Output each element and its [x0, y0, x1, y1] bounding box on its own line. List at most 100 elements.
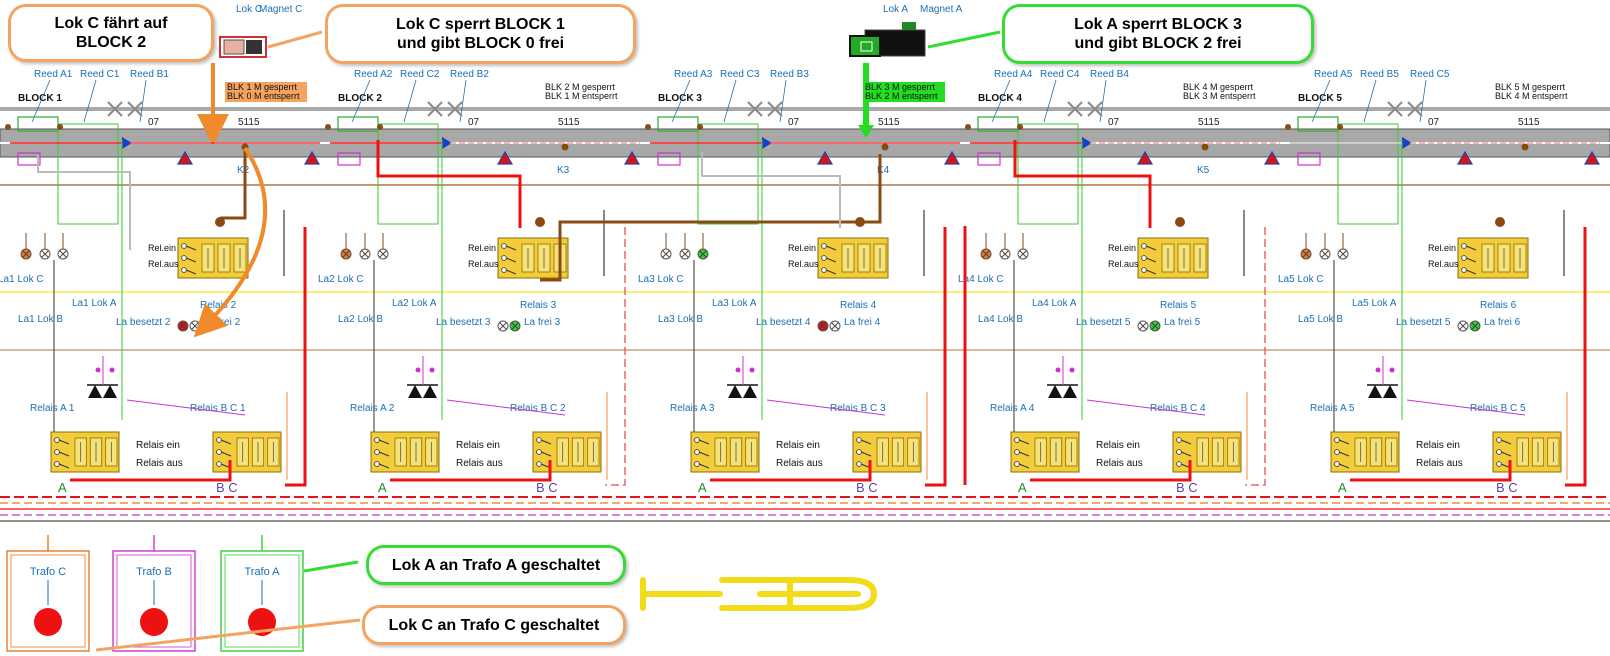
frei-lamp-icon	[509, 320, 521, 332]
track-triangle-icon	[303, 150, 321, 165]
la-lok-b-label: La1 Lok B	[18, 314, 63, 325]
la-besetzt-label: La besetzt 2	[116, 317, 171, 328]
track-direction-icon	[1082, 137, 1092, 149]
magnet-a-label: Magnet A	[920, 4, 963, 15]
diode-icon	[1368, 385, 1382, 398]
besetzt-lamp-icon	[177, 320, 189, 332]
frei-lamp-icon	[1469, 320, 1481, 332]
la-lok-c-label: La1 Lok C	[0, 274, 44, 285]
status-line-2: BLK 0 M entsperrt	[227, 91, 300, 101]
curved-arrow	[193, 146, 268, 338]
rel-aus-label: Rel.aus	[468, 259, 499, 269]
trafo-knob-icon	[34, 608, 62, 636]
diode-icon	[1383, 385, 1397, 398]
track-number: 07	[1108, 117, 1120, 128]
track-number: 07	[468, 117, 480, 128]
reed-label: Reed A5	[1314, 69, 1353, 80]
la-lok-a-label: La5 Lok A	[1352, 298, 1397, 309]
reed-box	[337, 152, 361, 166]
k-label: K2	[237, 165, 250, 176]
lamp-icon	[359, 248, 371, 260]
k-label: K5	[1197, 165, 1210, 176]
reed-box	[17, 152, 41, 166]
besetzt-lamp-icon	[1137, 320, 1149, 332]
active-wire	[285, 227, 307, 487]
relay-letter-a: A	[58, 480, 67, 495]
track-triangle-icon	[816, 150, 834, 165]
green-frame	[57, 123, 119, 225]
relais-aus-label: Relais aus	[136, 458, 183, 469]
reed-label: Reed C3	[720, 69, 760, 80]
magnet-c-label: Magnet C	[259, 4, 302, 15]
la-lok-a-label: La1 Lok A	[72, 298, 117, 309]
la-lok-a-label: La2 Lok A	[392, 298, 437, 309]
relais-label: Relais 6	[1480, 300, 1517, 311]
diode-icon	[743, 385, 757, 398]
relais-ein-label: Relais ein	[456, 440, 500, 451]
relais-bc-label: Relais B C 1	[190, 403, 246, 414]
reed-box	[657, 152, 681, 166]
relay-a	[690, 431, 760, 473]
reed-label: Reed C4	[1040, 69, 1080, 80]
reed-label: Reed C1	[80, 69, 120, 80]
diode-icon	[88, 385, 102, 398]
relais-bc-label: Relais B C 2	[510, 403, 566, 414]
active-wire	[925, 227, 947, 487]
trafo-knob-icon	[140, 608, 168, 636]
status-line-2: BLK 3 M entsperrt	[1183, 91, 1256, 101]
brown-wire	[220, 148, 247, 220]
track-direction-icon	[442, 137, 452, 149]
besetzt-lamp-icon	[1457, 320, 1469, 332]
status-line-1: BLK 5 M gesperrt	[1495, 82, 1566, 92]
track-number: 5115	[1198, 117, 1220, 128]
track-triangle-icon	[623, 150, 641, 165]
track-number: 07	[148, 117, 160, 128]
k-label: K3	[557, 165, 570, 176]
relais-a-label: Relais A 5	[1310, 403, 1355, 414]
diode-icon	[1048, 385, 1062, 398]
rel-ein-label: Rel.ein	[148, 243, 176, 253]
relay-letter-a: A	[698, 480, 707, 495]
track-number: 5115	[238, 117, 260, 128]
reed-label: Reed B2	[450, 69, 489, 80]
relay-upper	[1457, 237, 1529, 279]
track-number: 5115	[878, 117, 900, 128]
relay-upper	[177, 237, 249, 279]
frei-lamp-icon	[189, 320, 201, 332]
relais-ein-label: Relais ein	[776, 440, 820, 451]
status-box	[225, 82, 307, 102]
block-label: BLOCK 1	[18, 93, 62, 104]
lamp-icon	[1319, 248, 1331, 260]
trafo-b: Trafo B	[112, 535, 196, 652]
active-wire	[1030, 460, 1192, 482]
callout-lok-c-trafo: Lok C an Trafo C geschaltet	[362, 605, 626, 645]
reed-label: Reed A1	[34, 69, 73, 80]
track-number: 07	[788, 117, 800, 128]
relais-ein-label: Relais ein	[1416, 440, 1460, 451]
relay-letter-bc: B C	[1176, 480, 1198, 495]
besetzt-lamp-icon	[817, 320, 829, 332]
lamp-icon	[20, 248, 32, 260]
la-frei-label: La frei 4	[844, 317, 881, 328]
relais-label: Relais 3	[520, 300, 557, 311]
besetzt-lamp-icon	[497, 320, 509, 332]
rel-ein-label: Rel.ein	[1108, 243, 1136, 253]
brown-wire	[540, 154, 882, 282]
relay-upper	[1137, 237, 1209, 279]
relais-bc-label: Relais B C 3	[830, 403, 886, 414]
reed-label: Reed B4	[1090, 69, 1129, 80]
rel-aus-label: Rel.aus	[148, 259, 179, 269]
relay-letter-bc: B C	[1496, 480, 1518, 495]
track-direction-icon	[122, 137, 132, 149]
lamp-icon	[679, 248, 691, 260]
reed-box	[1297, 152, 1321, 166]
active-wire	[390, 460, 552, 482]
status-line-2: BLK 1 M entsperrt	[545, 91, 618, 101]
lamp-icon	[697, 248, 709, 260]
relay-a	[370, 431, 440, 473]
rel-aus-label: Rel.aus	[1108, 259, 1139, 269]
k-label: K4	[877, 165, 890, 176]
reed-label: Reed B3	[770, 69, 809, 80]
